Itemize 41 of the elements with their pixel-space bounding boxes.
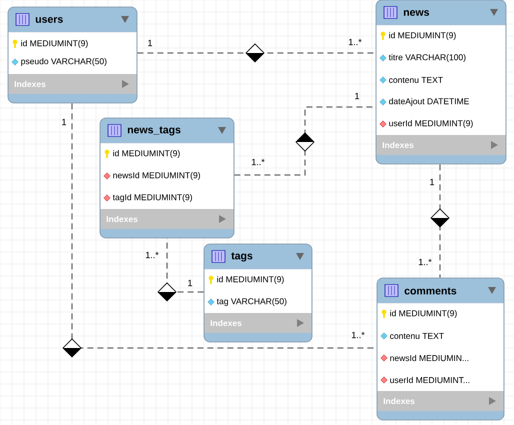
column-name: newsId MEDIUMINT(9) [113,172,200,180]
indexes-label: Indexes [106,216,138,222]
table-box [100,118,234,238]
indexes-label: Indexes [382,142,414,148]
column-name: id MEDIUMINT(9) [389,32,456,40]
cardinality-label: 1 [148,40,152,46]
column-name: id MEDIUMINT(9) [217,276,284,284]
column-name: titre VARCHAR(100) [388,54,466,62]
table-box [8,6,138,104]
column-name: contenu TEXT [390,333,444,339]
column-name: tagId MEDIUMINT(9) [112,194,192,202]
indexes-label: Indexes [14,80,46,88]
cardinality-label: 1..* [146,252,159,258]
column-name: contenu TEXT [389,77,443,83]
indexes-label: Indexes [384,398,414,404]
column-name: pseudo VARCHAR(50) [21,58,106,66]
cardinality-label: 1 [188,280,192,286]
column-name: id MEDIUMINT(9) [113,150,180,158]
table-title: users [36,17,63,23]
table-title: news [404,10,430,16]
cardinality-label: 1 [62,118,66,126]
table-title: comments [404,288,456,294]
column-name: dateAjout DATETIME [389,98,469,106]
table-title: news_tags [128,126,180,136]
indexes-label: Indexes [210,320,242,326]
column-name: id MEDIUMINT(9) [390,310,457,318]
cardinality-label: 1..* [348,38,362,46]
cardinality-label: 1 [355,92,360,100]
cardinality-label: 1..* [418,258,432,266]
cardinality-label: 1 [430,178,434,186]
table-title: tags [231,252,252,262]
table-box [376,0,506,164]
column-name: tag VARCHAR(50) [216,298,286,306]
table-box [376,278,504,420]
column-name: userId MEDIUMINT... [390,376,470,384]
column-name: newsId MEDIUMIN... [390,354,468,362]
cardinality-label: 1..* [352,332,365,338]
column-name: id MEDIUMINT(9) [21,40,88,48]
column-name: userId MEDIUMINT(9) [389,120,473,128]
cardinality-label: 1..* [252,158,265,166]
table-box [204,244,312,342]
